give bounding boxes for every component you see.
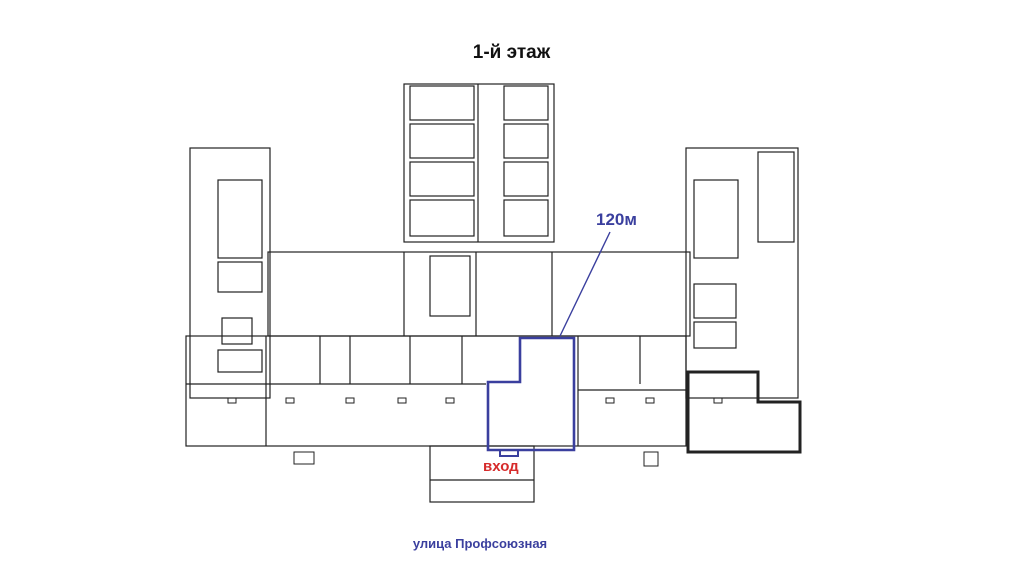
right-wing xyxy=(685,147,799,399)
street-label: улица Профсоюзная xyxy=(412,536,548,551)
walls xyxy=(185,83,802,503)
stair-center xyxy=(429,255,471,317)
right-unit xyxy=(686,370,802,454)
entrance-vestibule xyxy=(429,445,535,503)
tower-room xyxy=(503,199,549,237)
area-leader-line xyxy=(559,231,611,337)
tower-room xyxy=(409,161,475,197)
stair-right xyxy=(693,321,737,349)
tower-room xyxy=(503,123,549,159)
tower-room xyxy=(409,199,475,237)
right-room xyxy=(693,179,739,259)
central-tower xyxy=(403,83,555,243)
left-room xyxy=(217,179,263,259)
highlighted-unit-outline xyxy=(486,336,576,457)
floor-title: 1-й этаж xyxy=(472,42,551,63)
tower-room xyxy=(503,161,549,197)
stair-left xyxy=(221,317,253,345)
entrance-label: вход xyxy=(483,458,519,475)
tower-room xyxy=(503,85,549,121)
left-room xyxy=(217,349,263,373)
area-label: 120м xyxy=(596,210,637,229)
left-room xyxy=(217,261,263,293)
front-strip xyxy=(185,335,687,447)
tower-room xyxy=(409,123,475,159)
main-hall xyxy=(267,251,691,337)
tower-room xyxy=(409,85,475,121)
right-room xyxy=(693,283,737,319)
left-wing xyxy=(189,147,271,399)
right-room xyxy=(757,151,795,243)
